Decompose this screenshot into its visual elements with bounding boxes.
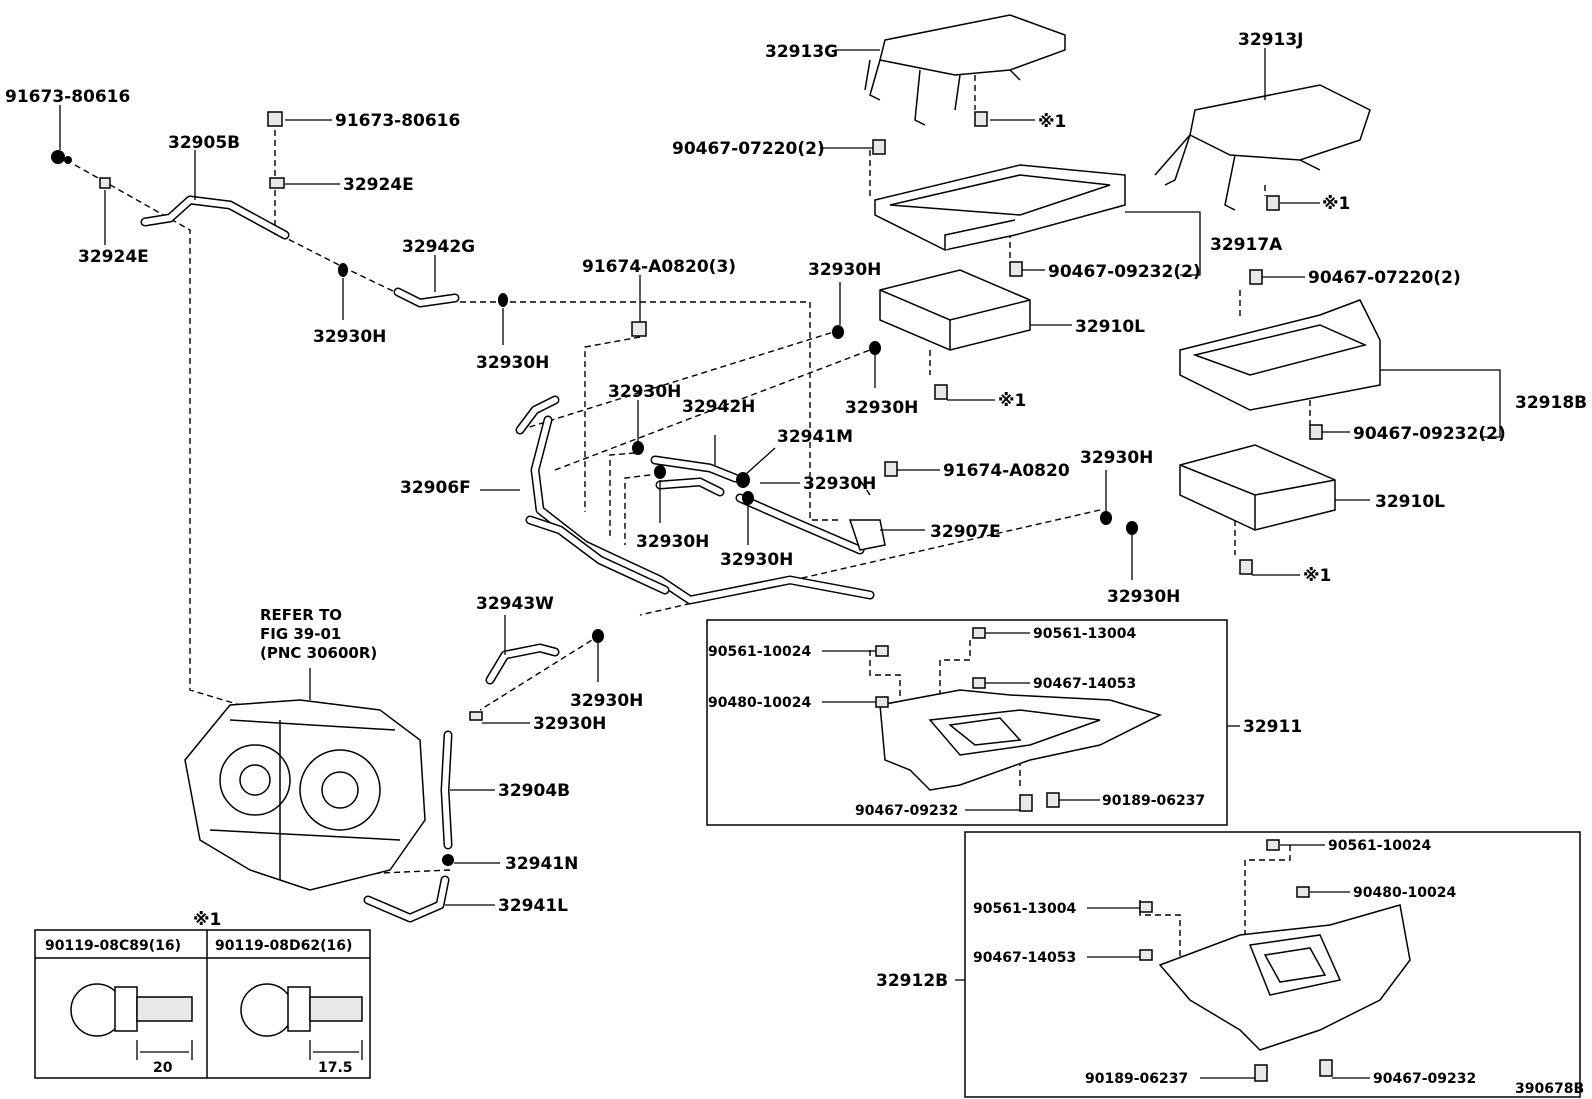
ecu-32910L-upper	[879, 269, 1031, 351]
label-32917A: 32917A	[1210, 235, 1283, 255]
label-32913J: 32913J	[1238, 30, 1303, 50]
label-32910L-a: 32910L	[1075, 317, 1145, 337]
label-32918B: 32918B	[1515, 393, 1587, 413]
label-90561-13004-b: 90561-13004	[973, 901, 1076, 917]
assembly-box-32912B	[964, 831, 1581, 1098]
label-32930H-3: 32930H	[808, 260, 881, 280]
label-90480-10024-a: 90480-10024	[708, 695, 811, 711]
label-90467-07220-2-b: 90467-07220(2)	[1308, 268, 1461, 288]
label-91674-A0820: 91674-A0820	[943, 461, 1070, 481]
label-32906F: 32906F	[400, 478, 471, 498]
label-32930H-5: 32930H	[608, 382, 681, 402]
label-90561-13004-a: 90561-13004	[1033, 626, 1136, 642]
part-labels: 91673-80616 32905B 91673-80616 32924E 32…	[5, 30, 1587, 1097]
label-91673-80616-a: 91673-80616	[5, 87, 130, 107]
label-90561-10024-b: 90561-10024	[1328, 838, 1431, 854]
label-dim-20: 20	[153, 1060, 173, 1076]
label-refer-pnc: (PNC 30600R)	[260, 644, 377, 662]
label-90189-06237-b: 90189-06237	[1085, 1071, 1188, 1087]
label-90467-14053-a: 90467-14053	[1033, 676, 1136, 692]
label-32930H-2: 32930H	[476, 353, 549, 373]
label-32904B: 32904B	[498, 781, 570, 801]
label-91673-80616-b: 91673-80616	[335, 111, 460, 131]
label-91674-A0820-3: 91674-A0820(3)	[582, 257, 736, 277]
label-32911: 32911	[1243, 717, 1302, 737]
label-32941M: 32941M	[777, 427, 853, 447]
ecu-32910L-lower	[1179, 444, 1336, 531]
bolt-reference-table	[34, 929, 371, 1079]
label-32941N: 32941N	[505, 854, 578, 874]
label-32924E-b: 32924E	[78, 247, 149, 267]
label-32912B: 32912B	[876, 971, 948, 991]
label-ref1-c: ※1	[998, 391, 1026, 411]
label-32930H-7: 32930H	[636, 532, 709, 552]
tray-32918B	[1179, 299, 1381, 411]
shield-32913G	[864, 14, 1066, 126]
undercover-32911	[875, 627, 1163, 812]
label-ref1-a: ※1	[1038, 112, 1066, 132]
label-32930H-10: 32930H	[1107, 587, 1180, 607]
label-32941L: 32941L	[498, 896, 568, 916]
label-bolt-90119-08C89: 90119-08C89(16)	[45, 938, 181, 954]
label-90467-09232-2-b: 90467-09232(2)	[1353, 424, 1506, 444]
assembly-box-32911	[706, 619, 1228, 826]
label-90189-06237-a: 90189-06237	[1102, 793, 1205, 809]
hoses	[140, 195, 875, 923]
label-ref1-box: ※1	[193, 910, 221, 930]
label-32907E: 32907E	[930, 522, 1001, 542]
label-32930H-11: 32930H	[570, 691, 643, 711]
label-90467-09232-a: 90467-09232	[855, 803, 958, 819]
label-ref1-b: ※1	[1322, 194, 1350, 214]
label-90467-09232-b: 90467-09232	[1373, 1071, 1476, 1087]
label-32905B: 32905B	[168, 133, 240, 153]
label-32930H-4: 32930H	[845, 398, 918, 418]
label-32942H: 32942H	[682, 397, 755, 417]
tray-32917A	[874, 164, 1126, 251]
label-32910L-b: 32910L	[1375, 492, 1445, 512]
transaxle-reference-art	[184, 699, 426, 891]
label-32930H-8: 32930H	[720, 550, 793, 570]
label-32930H-6: 32930H	[803, 474, 876, 494]
label-90480-10024-b: 90480-10024	[1353, 885, 1456, 901]
label-dim-17-5: 17.5	[318, 1060, 353, 1076]
label-32943W: 32943W	[476, 594, 554, 614]
undercover-32912B	[1139, 839, 1411, 1082]
label-90467-14053-b: 90467-14053	[973, 950, 1076, 966]
diagram-id: 390678B	[1515, 1081, 1584, 1097]
label-90561-10024-a: 90561-10024	[708, 644, 811, 660]
label-32930H-12: 32930H	[533, 714, 606, 734]
label-refer-fig: FIG 39-01	[260, 625, 341, 643]
label-refer-to: REFER TO	[260, 606, 342, 624]
leader-lines	[59, 48, 1501, 1079]
label-90467-09232-2-a: 90467-09232(2)	[1048, 262, 1201, 282]
shield-32913J	[1154, 84, 1371, 211]
label-bolt-90119-08D62: 90119-08D62(16)	[215, 938, 352, 954]
label-32913G: 32913G	[765, 42, 838, 62]
label-32930H-9: 32930H	[1080, 448, 1153, 468]
label-32942G: 32942G	[402, 237, 475, 257]
label-ref1-d: ※1	[1303, 566, 1331, 586]
label-90467-07220-2-a: 90467-07220(2)	[672, 139, 825, 159]
label-32924E-a: 32924E	[343, 175, 414, 195]
label-32930H-1: 32930H	[313, 327, 386, 347]
